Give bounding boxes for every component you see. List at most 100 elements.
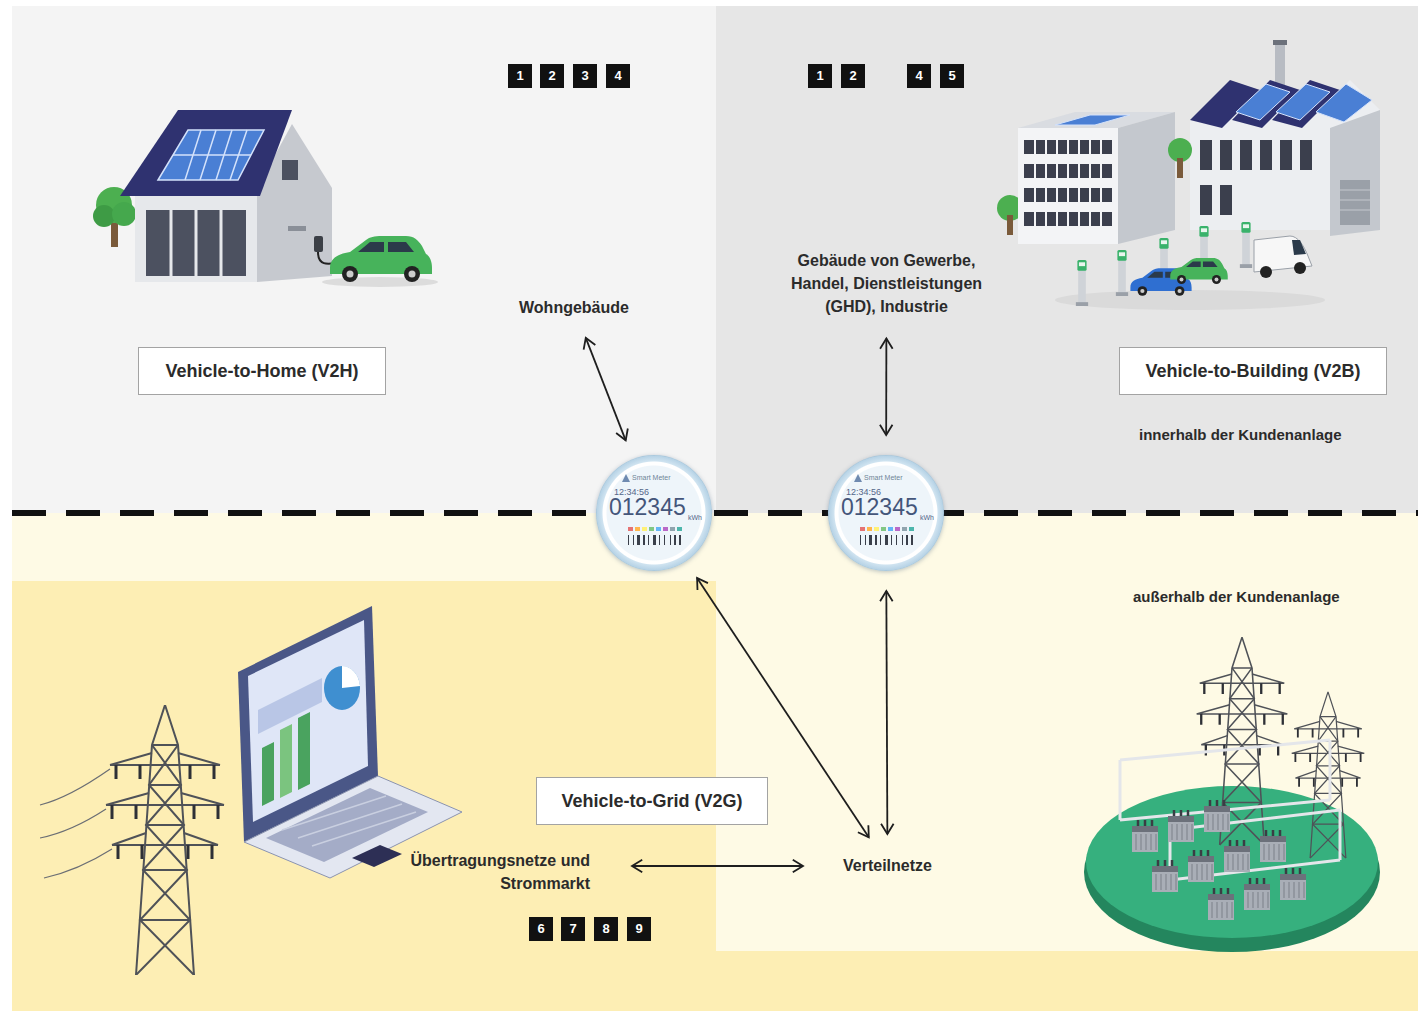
house-illustration <box>158 130 264 180</box>
laptop-illustration <box>352 845 402 867</box>
commercial-buildings-illustration <box>1177 158 1183 178</box>
commercial-buildings-illustration <box>1007 215 1013 235</box>
region-grounds <box>12 513 1418 1011</box>
commercial-buildings-illustration <box>1273 40 1287 45</box>
laptop-illustration <box>258 678 322 734</box>
connector-arrow <box>584 338 628 440</box>
commercial-buildings-illustration <box>997 40 1380 310</box>
callout-number: 2 <box>841 64 865 88</box>
commercial-buildings-illustration <box>1055 290 1325 310</box>
substation-illustration <box>1152 860 1178 892</box>
meter-reading: 012345 <box>841 496 918 519</box>
connector-line <box>885 339 887 435</box>
substation-illustration <box>1197 637 1288 845</box>
house-illustration <box>135 188 257 282</box>
region-grounds <box>716 513 1418 951</box>
meter-unit: kWh <box>688 514 702 521</box>
meter-barcode <box>906 535 908 545</box>
connector-arrow <box>880 339 893 435</box>
meter-barcode <box>860 535 861 545</box>
transmission-pylon <box>40 705 224 975</box>
callout-number: 5 <box>940 64 964 88</box>
arrow-head <box>584 338 628 440</box>
callout-number: 3 <box>573 64 597 88</box>
region-grounds <box>12 6 716 514</box>
meter-barcode <box>865 535 866 545</box>
connector-arrow <box>880 591 893 834</box>
meter-indicator <box>881 527 886 531</box>
callout-number: 4 <box>907 64 931 88</box>
node-text: Wohngebäude <box>519 296 629 319</box>
region-grounds <box>716 6 1418 514</box>
commercial-buildings-illustration <box>1340 180 1370 225</box>
substation-illustration <box>1168 810 1194 842</box>
meter-indicator <box>649 527 654 531</box>
laptop-illustration <box>238 606 462 878</box>
meter-indicator <box>860 527 865 531</box>
house-illustration <box>322 277 438 287</box>
laptop-illustration <box>282 796 416 846</box>
meter-indicator <box>895 527 900 531</box>
building-label: Gebäude von Gewerbe, Handel, Dienstleist… <box>779 249 994 319</box>
meter-indicator <box>628 527 633 531</box>
meter-barcode <box>670 535 671 545</box>
house-illustration <box>330 236 432 282</box>
meter-barcode <box>637 535 640 545</box>
meter-indicator <box>670 527 675 531</box>
meter-indicator <box>656 527 661 531</box>
connector-line <box>586 338 626 440</box>
meter-brand: Smart Meter <box>864 474 903 481</box>
meter-indicator <box>888 527 893 531</box>
node-text: Gebäude von Gewerbe, Handel, Dienstleist… <box>781 249 992 319</box>
commercial-buildings-illustration <box>1292 240 1306 255</box>
commercial-buildings-illustration <box>1240 140 1252 170</box>
commercial-buildings-illustration <box>1118 112 1175 244</box>
meter-unit: kWh <box>920 514 934 521</box>
node-text: Übertragungsnetze und Strommarkt <box>364 849 590 895</box>
meter-brand: Smart Meter <box>632 474 671 481</box>
commercial-buildings-illustration <box>1280 140 1292 170</box>
meter-barcode <box>875 535 877 545</box>
arrow-head <box>632 860 803 873</box>
meter-barcode <box>653 535 656 545</box>
laptop-illustration <box>342 666 360 688</box>
callout-number: 4 <box>606 64 630 88</box>
meter-reading: 012345 <box>609 496 686 519</box>
house-illustration <box>288 226 306 231</box>
commercial-buildings-illustration <box>1200 140 1212 170</box>
commercial-buildings-illustration <box>1220 185 1232 215</box>
commercial-buildings-illustration <box>1076 260 1088 306</box>
connector-line <box>886 591 887 834</box>
transmission-pylon <box>40 769 112 878</box>
house-illustration <box>93 205 115 227</box>
substation-illustration <box>1204 800 1230 832</box>
commercial-buildings-illustration <box>1200 185 1212 215</box>
arrow-head <box>880 339 893 435</box>
node-text: Vehicle-to-Building (V2B) <box>1145 358 1360 384</box>
meter-indicator <box>642 527 647 531</box>
meter-indicator <box>867 527 872 531</box>
commercial-buildings-illustration <box>1055 115 1130 125</box>
house-illustration <box>314 236 323 252</box>
meter-indicator <box>677 527 682 531</box>
commercial-buildings-illustration <box>1240 222 1252 268</box>
meter-barcode <box>911 535 913 545</box>
laptop-illustration <box>298 712 310 790</box>
transmission-pylon <box>106 705 224 975</box>
meter-barcode <box>891 535 892 545</box>
meter-barcode <box>659 535 660 545</box>
commercial-buildings-illustration <box>1018 128 1118 244</box>
grid-label: Verteilnetze <box>841 854 934 877</box>
area-note: außerhalb der Kundenanlage <box>1133 588 1340 605</box>
meter-barcode <box>633 535 634 545</box>
use-case-box: Vehicle-to-Building (V2B) <box>1119 347 1387 395</box>
commercial-buildings-illustration <box>1260 266 1272 278</box>
commercial-buildings-illustration <box>1330 110 1380 236</box>
meter-barcode <box>643 535 645 545</box>
substation-illustration <box>1292 692 1365 858</box>
house-illustration <box>146 210 246 276</box>
callout-number: 9 <box>627 917 651 941</box>
house-illustration <box>93 110 438 287</box>
